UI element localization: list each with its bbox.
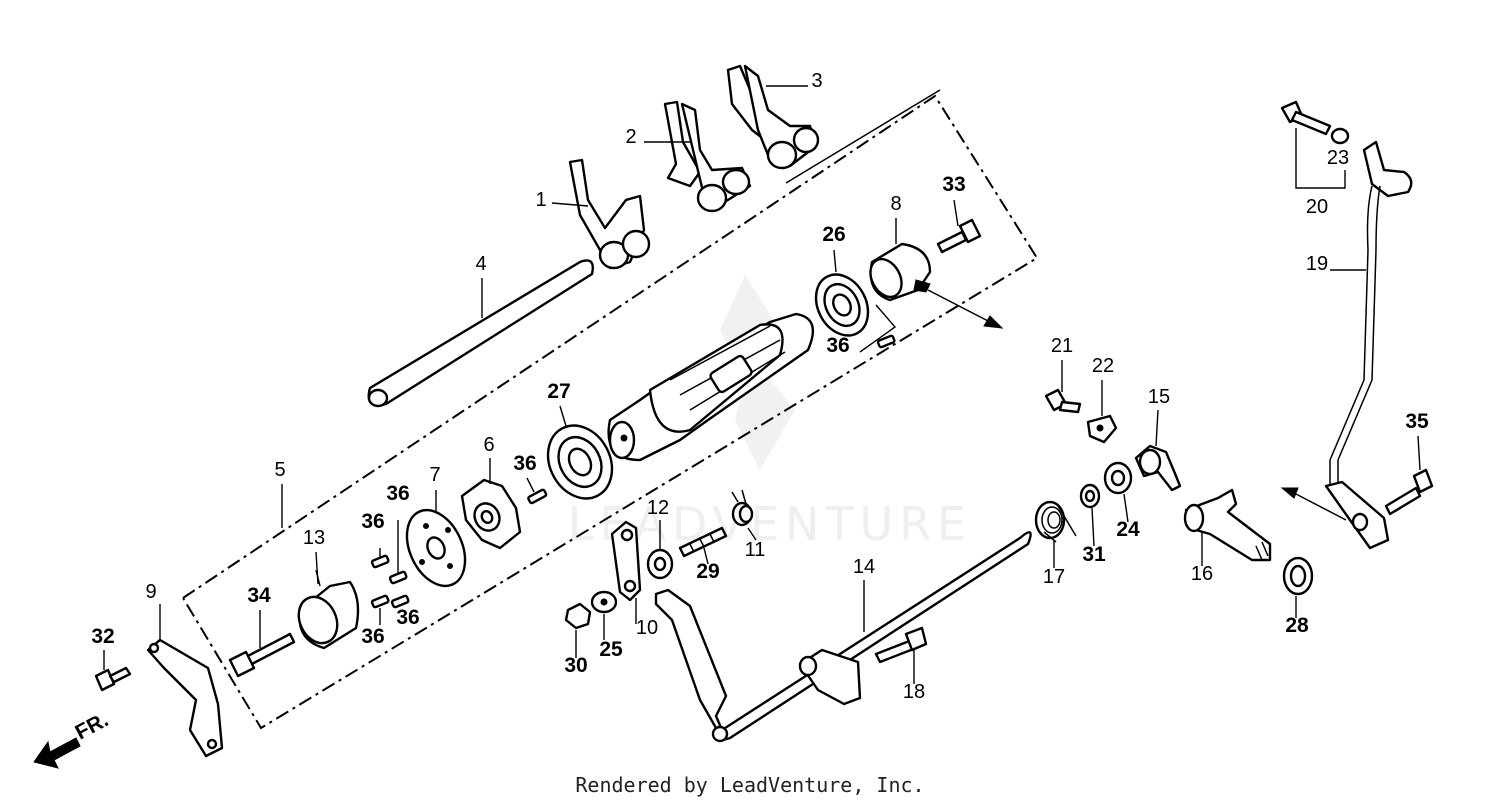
shift-fork-2 [663, 100, 752, 213]
direction-arrow-left [1280, 487, 1347, 521]
callout-c24: 24 [1116, 518, 1140, 541]
callout-c5: 5 [274, 459, 285, 481]
callout-c23: 23 [1327, 147, 1349, 169]
callout-c36a: 36 [826, 334, 849, 357]
shift-shaft-16 [1183, 488, 1272, 562]
callout-c36d: 36 [361, 510, 384, 533]
callout-c21: 21 [1051, 335, 1073, 357]
callout-c36f: 36 [396, 606, 419, 629]
callout-c12: 12 [647, 497, 669, 519]
callout-c26: 26 [822, 223, 845, 246]
callout-c10: 10 [636, 617, 658, 639]
dowel-pins-36-cluster [370, 520, 410, 625]
dowel-pin-36-top [859, 304, 897, 353]
callout-c32: 32 [91, 625, 114, 648]
callout-c35: 35 [1405, 410, 1429, 433]
callout-c30: 30 [564, 654, 587, 677]
collar-8 [869, 242, 932, 302]
direction-arrow-right [927, 289, 1004, 329]
callout-labels: 1234567891011121314151617181920212223242… [91, 70, 1429, 703]
callout-c2: 2 [625, 126, 636, 148]
callout-c22: 22 [1092, 355, 1114, 377]
callout-c18: 18 [903, 681, 925, 703]
pin-18 [874, 626, 928, 664]
collar-31 [1079, 483, 1101, 509]
bolt-21 [1044, 388, 1082, 414]
shift-drum [607, 312, 815, 462]
callout-c20: 20 [1306, 196, 1328, 218]
callout-c36c: 36 [386, 482, 409, 505]
drum-center-6 [460, 478, 522, 550]
plate-7 [405, 508, 467, 588]
callout-c19: 19 [1306, 253, 1328, 275]
callout-c15: 15 [1148, 386, 1170, 408]
callout-c33: 33 [942, 173, 965, 196]
callout-c29: 29 [696, 560, 719, 583]
callout-c17: 17 [1043, 566, 1065, 588]
dowel-pin-36-middle [527, 488, 548, 505]
callout-c14: 14 [853, 556, 875, 578]
front-label: FR. [72, 708, 113, 744]
bolt-33 [936, 218, 982, 254]
callout-c36e: 36 [361, 625, 384, 648]
leader-lines [103, 85, 1421, 684]
stopper-arm-9 [146, 638, 224, 758]
callout-c36b: 36 [513, 452, 536, 475]
callout-c25: 25 [599, 638, 623, 661]
shift-fork-3 [726, 64, 820, 170]
callout-c16: 16 [1191, 563, 1213, 585]
washer-25 [590, 590, 618, 614]
callout-c9: 9 [145, 581, 156, 603]
shift-fork-1 [568, 158, 651, 270]
bearing-26 [814, 273, 870, 337]
bolt-32 [94, 666, 132, 692]
return-spring-17 [1034, 500, 1077, 543]
callout-c6: 6 [483, 434, 494, 456]
gearshift-spindle-14 [654, 531, 1032, 743]
callout-c4: 4 [475, 253, 486, 275]
shift-fork-shaft [367, 259, 594, 408]
cover-13 [297, 569, 360, 650]
clip-22 [1086, 414, 1118, 444]
callout-c13: 13 [303, 527, 325, 549]
washer-24 [1103, 461, 1133, 495]
callout-c1: 1 [535, 189, 546, 211]
bolt-20 [1280, 100, 1346, 189]
washer-23 [1330, 127, 1350, 145]
bolt-35 [1384, 468, 1434, 516]
callout-c7: 7 [429, 464, 440, 486]
collar-12 [646, 548, 674, 580]
spring-11 [731, 489, 754, 527]
stud-bolt-29 [678, 526, 728, 558]
front-direction-arrow: FR. [33, 708, 113, 769]
link-10 [610, 520, 642, 602]
callout-c27: 27 [547, 380, 570, 403]
callout-c3: 3 [811, 70, 822, 92]
callout-c11: 11 [745, 539, 766, 561]
bolt-34 [228, 632, 296, 678]
shift-arm-15 [1134, 444, 1182, 492]
callout-c8: 8 [890, 193, 901, 215]
callout-c31: 31 [1082, 543, 1106, 566]
bearing-27 [546, 424, 614, 500]
callout-c34: 34 [247, 584, 271, 607]
shift-rod-19 [1324, 140, 1413, 550]
nut-30 [564, 602, 592, 630]
credit-line: Rendered by LeadVenture, Inc. [575, 773, 925, 797]
oil-seal-28 [1282, 556, 1314, 596]
assembly-outline [182, 89, 1039, 730]
callout-c28: 28 [1285, 614, 1309, 637]
